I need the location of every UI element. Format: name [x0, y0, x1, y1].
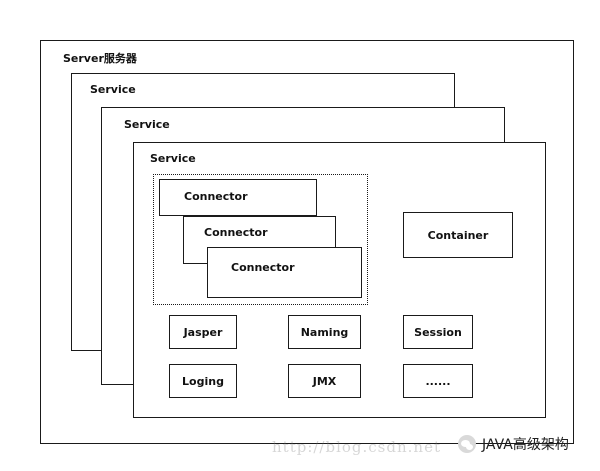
watermark-url: http://blog.csdn.net	[272, 438, 441, 456]
wechat-icon	[458, 435, 476, 453]
naming-box: Naming	[288, 315, 361, 349]
connector-box-3: Connector	[207, 247, 362, 298]
loging-label: Loging	[182, 374, 224, 388]
watermark-badge: JAVA高级架构	[458, 434, 569, 454]
service-label-3: Service	[150, 152, 196, 165]
jasper-label: Jasper	[183, 325, 223, 339]
watermark-brand: JAVA高级架构	[482, 437, 569, 453]
connector-label-3: Connector	[231, 261, 295, 274]
naming-label: Naming	[300, 325, 349, 339]
jmx-box: JMX	[288, 364, 361, 398]
connector-box-1: Connector	[159, 179, 317, 216]
session-box: Session	[403, 315, 473, 349]
more-box: ......	[403, 364, 473, 398]
connector-group	[153, 174, 368, 305]
jmx-label: JMX	[312, 374, 337, 388]
service-label-1: Service	[90, 83, 136, 96]
container-label: Container	[427, 228, 489, 242]
more-label: ......	[425, 374, 451, 388]
connector-label-2: Connector	[204, 226, 268, 239]
server-label: Server服务器	[63, 52, 137, 65]
container-box: Container	[403, 212, 513, 258]
connector-label-1: Connector	[184, 190, 248, 203]
loging-box: Loging	[169, 364, 237, 398]
session-label: Session	[414, 325, 462, 339]
service-label-2: Service	[124, 118, 170, 131]
jasper-box: Jasper	[169, 315, 237, 349]
